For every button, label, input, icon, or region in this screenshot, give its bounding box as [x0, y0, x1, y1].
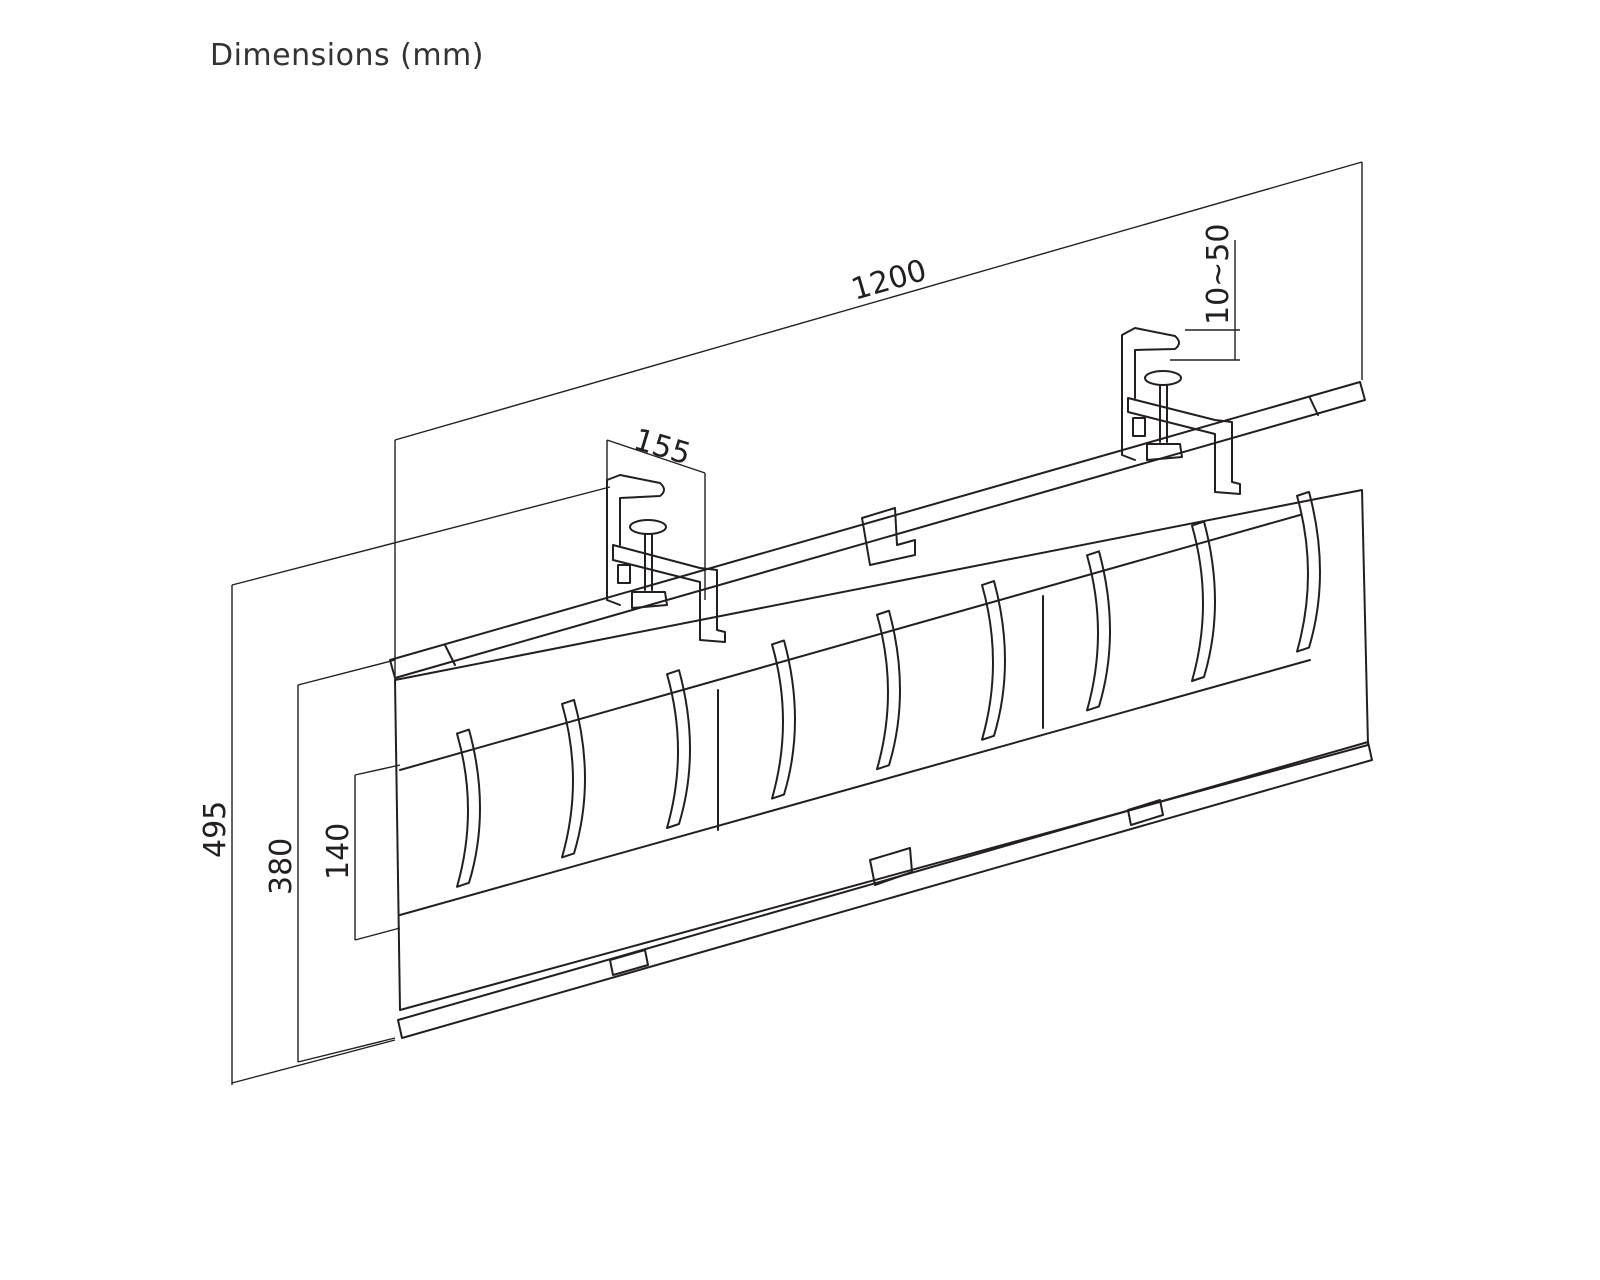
- cable-strap: [876, 609, 901, 771]
- cable-strap: [1296, 490, 1321, 653]
- trough-height-dimension-label: 140: [321, 823, 356, 880]
- top-rail: [389, 381, 1366, 679]
- cable-strap: [666, 669, 691, 829]
- cable-hook-top: [861, 507, 916, 566]
- cable-straps: [456, 490, 1321, 888]
- cable-strap: [456, 728, 481, 888]
- cable-strap: [771, 639, 796, 800]
- cable-hook-bottom: [869, 847, 913, 886]
- overall-height-dimension-label: 495: [198, 801, 233, 858]
- cable-strap: [981, 580, 1006, 741]
- clamp-range-dimension-label: 10~50: [1201, 224, 1236, 325]
- dimension-lines: [231, 161, 1363, 1085]
- length-dimension-label: 1200: [848, 253, 931, 308]
- clamp-depth-dimension-label: 155: [630, 422, 695, 472]
- page-title: Dimensions (mm): [210, 38, 484, 73]
- cable-strap: [561, 698, 586, 859]
- panel-height-dimension-label: 380: [264, 838, 299, 895]
- desk-clamp-right: [1121, 327, 1241, 495]
- bottom-rail: [397, 741, 1373, 1039]
- desk-clamp-left: [606, 474, 726, 643]
- cable-strap: [1191, 520, 1216, 682]
- cable-strap: [1086, 550, 1111, 712]
